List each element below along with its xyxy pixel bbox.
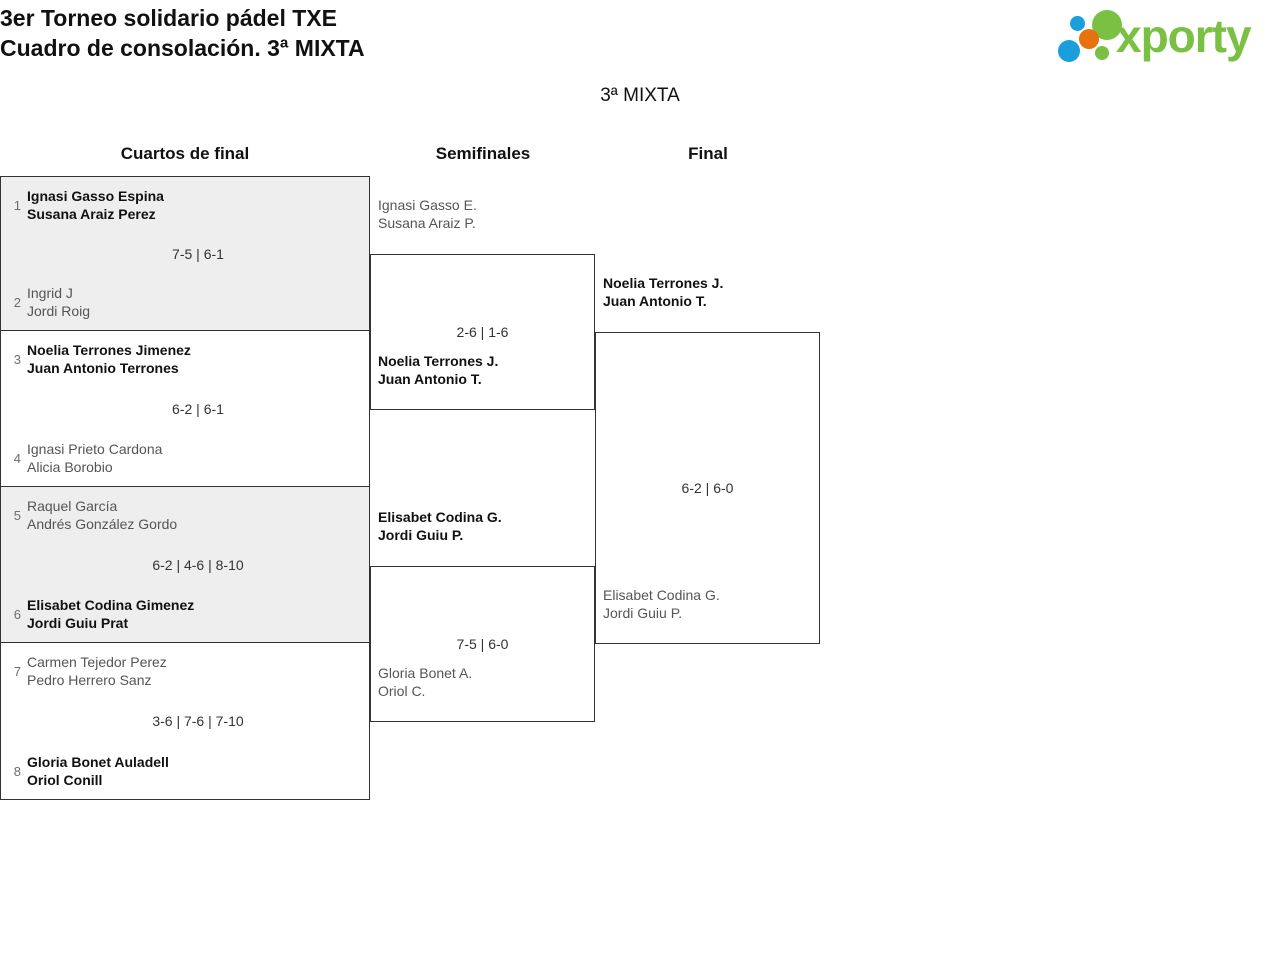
player-name: Jordi Guiu Prat (27, 615, 129, 631)
player-name: Susana Araiz P. (378, 215, 476, 231)
logo-dots-icon (1054, 10, 1124, 64)
match-team-bottom[interactable]: 4 Ignasi Prieto Cardona Alicia Borobio (1, 438, 369, 478)
player-name: Gloria Bonet Auladell (27, 754, 169, 770)
match-quarterfinal-1[interactable]: 1 Ignasi Gasso Espina Susana Araiz Perez… (0, 176, 370, 331)
match-final[interactable]: 6-2 | 6-0 (595, 332, 820, 644)
seed-number: 4 (13, 450, 21, 466)
player-name: Susana Araiz Perez (27, 206, 156, 222)
team-players: Carmen Tejedor Perez Pedro Herrero Sanz (27, 653, 167, 689)
logo-dot-green-small-icon (1095, 46, 1109, 60)
player-name: Oriol Conill (27, 772, 103, 788)
semifinal-1-team-top[interactable]: Ignasi Gasso E. Susana Araiz P. (378, 196, 593, 232)
player-name: Elisabet Codina G. (603, 587, 720, 603)
team-players: Noelia Terrones Jimenez Juan Antonio Ter… (27, 341, 191, 377)
tournament-bracket: 1 Ignasi Gasso Espina Susana Araiz Perez… (0, 176, 900, 816)
player-name: Gloria Bonet A. (378, 665, 473, 681)
match-team-top[interactable]: 7 Carmen Tejedor Perez Pedro Herrero San… (1, 651, 369, 691)
player-name: Ignasi Gasso Espina (27, 188, 164, 204)
match-team-top[interactable]: 1 Ignasi Gasso Espina Susana Araiz Perez (1, 185, 369, 225)
player-name: Andrés González Gordo (27, 516, 178, 532)
player-name: Pedro Herrero Sanz (27, 672, 152, 688)
semifinal-2-team-bottom[interactable]: Gloria Bonet A. Oriol C. (378, 664, 593, 700)
match-quarterfinal-2[interactable]: 3 Noelia Terrones Jimenez Juan Antonio T… (0, 331, 370, 487)
match-team-top[interactable]: 5 Raquel García Andrés González Gordo (1, 495, 369, 535)
player-name: Jordi Guiu P. (378, 527, 464, 543)
player-name: Ignasi Prieto Cardona (27, 441, 163, 457)
player-name: Noelia Terrones J. (378, 353, 499, 369)
match-score: 3-6 | 7-6 | 7-10 (152, 713, 244, 729)
match-score: 6-2 | 6-1 (172, 400, 224, 417)
match-score: 6-2 | 6-0 (681, 480, 734, 496)
player-name: Elisabet Codina G. (378, 509, 502, 525)
match-score: 7-5 | 6-1 (172, 245, 224, 262)
match-score: 2-6 | 1-6 (456, 324, 509, 340)
team-players: Ignasi Prieto Cardona Alicia Borobio (27, 440, 162, 476)
page-title: 3er Torneo solidario pádel TXE Cuadro de… (0, 5, 365, 61)
match-semifinal-1[interactable]: 2-6 | 1-6 (370, 254, 595, 410)
team-players: Ingrid J Jordi Roig (27, 284, 90, 320)
match-score: 6-2 | 4-6 | 8-10 (152, 556, 244, 573)
player-name: Noelia Terrones J. (603, 275, 724, 291)
player-name: Elisabet Codina Gimenez (27, 597, 195, 613)
seed-number: 8 (13, 763, 21, 779)
logo-dot-blue-large-icon (1058, 40, 1080, 62)
match-team-bottom[interactable]: 8 Gloria Bonet Auladell Oriol Conill (1, 751, 369, 791)
player-name: Alicia Borobio (27, 459, 113, 475)
player-name: Raquel García (27, 498, 118, 514)
seed-number: 2 (13, 294, 21, 310)
player-name: Ingrid J (27, 285, 73, 301)
match-semifinal-2[interactable]: 7-5 | 6-0 (370, 566, 595, 722)
player-name: Carmen Tejedor Perez (27, 654, 167, 670)
logo-dot-orange-icon (1079, 29, 1099, 49)
round-header-quarterfinals: Cuartos de final (120, 144, 250, 163)
seed-number: 1 (13, 197, 21, 213)
team-players: Gloria Bonet Auladell Oriol Conill (27, 753, 169, 789)
match-quarterfinal-4[interactable]: 7 Carmen Tejedor Perez Pedro Herrero San… (0, 643, 370, 800)
player-name: Jordi Roig (27, 303, 91, 319)
logo-wordmark: xporty (1116, 10, 1252, 62)
player-name: Juan Antonio T. (378, 371, 482, 387)
logo-dot-blue-small-icon (1070, 16, 1085, 31)
player-name: Noelia Terrones Jimenez (27, 342, 191, 358)
match-quarterfinal-3[interactable]: 5 Raquel García Andrés González Gordo 6-… (0, 487, 370, 643)
seed-number: 7 (13, 663, 21, 679)
team-players: Elisabet Codina Gimenez Jordi Guiu Prat (27, 596, 194, 632)
team-players: Raquel García Andrés González Gordo (27, 497, 177, 533)
match-score: 7-5 | 6-0 (456, 636, 509, 652)
player-name: Jordi Guiu P. (603, 605, 683, 621)
round-header-semifinals: Semifinales (435, 144, 531, 163)
xporty-logo: xporty (1044, 8, 1274, 66)
seed-number: 5 (13, 507, 21, 523)
match-team-top[interactable]: 3 Noelia Terrones Jimenez Juan Antonio T… (1, 339, 369, 379)
player-name: Juan Antonio T. (603, 293, 707, 309)
bracket-subtitle: 3ª MIXTA (600, 85, 680, 106)
seed-number: 6 (13, 606, 21, 622)
round-header-final: Final (688, 144, 728, 163)
match-team-bottom[interactable]: 6 Elisabet Codina Gimenez Jordi Guiu Pra… (1, 594, 369, 634)
seed-number: 3 (13, 351, 21, 367)
semifinal-1-team-bottom[interactable]: Noelia Terrones J. Juan Antonio T. (378, 352, 593, 388)
final-team-top[interactable]: Noelia Terrones J. Juan Antonio T. (603, 274, 818, 310)
player-name: Oriol C. (378, 683, 426, 699)
player-name: Ignasi Gasso E. (378, 197, 477, 213)
match-team-bottom[interactable]: 2 Ingrid J Jordi Roig (1, 282, 369, 322)
player-name: Juan Antonio Terrones (27, 360, 179, 376)
semifinal-2-team-top[interactable]: Elisabet Codina G. Jordi Guiu P. (378, 508, 593, 544)
final-team-bottom[interactable]: Elisabet Codina G. Jordi Guiu P. (603, 586, 818, 622)
team-players: Ignasi Gasso Espina Susana Araiz Perez (27, 187, 164, 223)
